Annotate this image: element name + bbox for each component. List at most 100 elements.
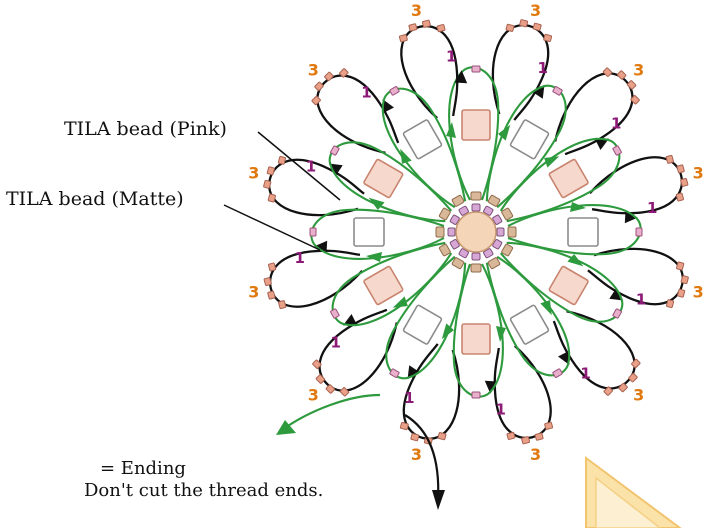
thread-loop-black — [269, 249, 364, 308]
center-layer — [455, 211, 497, 253]
accent-bead — [552, 86, 563, 96]
seed-bead — [314, 81, 324, 92]
petal-group — [381, 19, 469, 216]
core-bead — [496, 227, 505, 237]
outer-arrow-group — [624, 210, 638, 224]
accent-bead — [330, 308, 340, 319]
core-bead — [458, 248, 469, 259]
arrowhead-black — [624, 210, 638, 224]
petal-layer — [263, 19, 689, 445]
petal-group — [492, 137, 689, 225]
seed-bead — [544, 421, 554, 430]
outer-loop-group — [398, 19, 459, 120]
core-bead — [449, 239, 460, 250]
seed-bead — [505, 23, 515, 32]
tila-bead-matte — [353, 217, 385, 247]
arrowhead-black — [594, 138, 609, 150]
arrowhead-green — [540, 300, 552, 316]
tila-bead-pink — [363, 265, 404, 306]
seed-bead — [631, 358, 641, 369]
tila-matte-label: TILA bead (Matte) — [6, 188, 184, 210]
outer-arrow-group — [343, 314, 358, 326]
seed-bead — [267, 193, 276, 203]
ending-legend-label: = Ending — [100, 458, 186, 479]
core-bead — [492, 214, 503, 225]
petal-group — [446, 19, 553, 212]
dont-cut-note: Don't cut the thread ends. — [84, 480, 324, 501]
arrowhead-black — [314, 240, 328, 254]
thread-loop-black — [318, 308, 398, 392]
seed-bead — [534, 432, 544, 441]
core-bead — [471, 203, 481, 212]
arrowhead-black — [343, 314, 358, 326]
bead-count-outer: 3 — [633, 386, 644, 405]
accent-bead — [330, 145, 340, 156]
tila-bead-matte — [567, 217, 599, 247]
outer-loop-group — [554, 67, 640, 156]
seed-bead — [339, 68, 349, 78]
petal-group — [483, 67, 640, 216]
seed-bead — [630, 95, 640, 105]
bead-count-inner: 1 — [306, 157, 316, 175]
arrowhead-green — [567, 254, 584, 267]
petal-group — [492, 239, 641, 396]
seed-bead — [665, 154, 674, 164]
seed-bead — [680, 177, 689, 187]
tila-bead-pink — [548, 158, 589, 199]
inner-ring-bead — [501, 207, 514, 221]
seed-bead — [266, 166, 275, 176]
seed-bead — [602, 67, 613, 77]
bead-count-outer: 3 — [411, 1, 422, 20]
tila-bead-pink — [461, 323, 491, 355]
arrowhead-black — [558, 350, 570, 365]
seed-bead — [408, 23, 418, 32]
seed-bead — [626, 80, 637, 90]
arrowhead-green — [368, 197, 385, 210]
leader-line-matte — [223, 204, 321, 251]
arrowhead-green — [276, 420, 296, 435]
thread-tail-green — [281, 393, 381, 431]
bead-count-outer: 3 — [530, 445, 541, 464]
arrowhead-green — [544, 156, 560, 168]
center-bead — [455, 211, 497, 253]
outer-arrow-group — [314, 240, 328, 254]
bead-count-inner: 1 — [404, 389, 414, 407]
bead-count-inner: 1 — [636, 291, 646, 309]
accent-bead — [612, 308, 622, 319]
accent-bead — [612, 145, 622, 156]
seed-bead — [410, 433, 420, 442]
outer-loop-group — [552, 310, 641, 396]
thread-loop-black — [400, 25, 459, 120]
tila-bead-pink — [363, 158, 404, 199]
thread-loop-black — [554, 72, 634, 156]
outer-loop-group — [588, 154, 689, 215]
inner-ring-bead — [501, 243, 514, 257]
seed-bead — [315, 374, 326, 384]
bead-count-outer: 3 — [308, 386, 319, 405]
petal-group — [263, 239, 460, 327]
seed-bead — [603, 386, 613, 396]
core-bead — [492, 239, 503, 250]
accent-bead — [389, 86, 400, 96]
seed-bead — [277, 155, 287, 165]
seed-bead — [263, 179, 272, 189]
inner-ring-bead — [507, 226, 517, 238]
seed-bead — [268, 262, 277, 272]
seed-bead — [676, 261, 685, 271]
core-bead — [471, 252, 481, 261]
outer-loop-group — [312, 308, 398, 397]
outer-loop-group — [491, 19, 553, 121]
bead-count-outer: 3 — [248, 163, 259, 182]
seed-bead — [616, 70, 627, 80]
arrowhead-green — [570, 202, 586, 212]
thread-loop-black — [316, 74, 400, 154]
outer-loop-group — [311, 68, 400, 154]
core-bead — [449, 214, 460, 225]
outer-arrow-group — [484, 380, 498, 394]
seed-bead — [263, 277, 272, 287]
arrowhead-black — [484, 380, 498, 394]
seed-bead — [399, 421, 409, 431]
arrowhead-black — [382, 99, 394, 114]
tila-bead-matte — [402, 119, 443, 160]
